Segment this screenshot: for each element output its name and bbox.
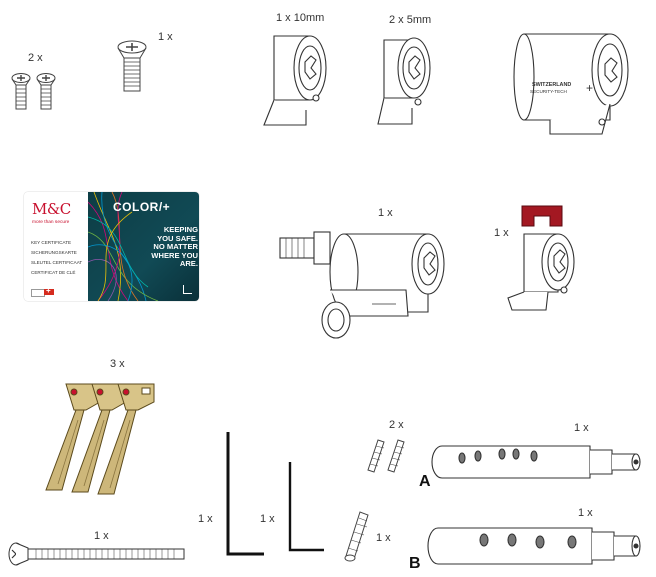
red-clip-tool xyxy=(507,205,575,311)
brand-logo: M&C xyxy=(32,200,71,218)
adapter-a-qty: 1 x xyxy=(574,422,589,434)
cylinder-brand-text: SWITZERLAND xyxy=(532,82,571,88)
cylinder-sub-text: SECURITY-TECH xyxy=(530,89,567,94)
swiss-flag-icon xyxy=(44,286,54,295)
slogan-line: WHERE YOU xyxy=(151,250,198,260)
slogan-line: YOU SAFE. xyxy=(157,233,198,243)
grub-screws-qty: 2 x xyxy=(389,419,404,431)
extension-10mm-part xyxy=(263,35,327,126)
card-info-panel: M&C more than secure KEY CERTIFICATE SIC… xyxy=(24,192,88,301)
adapter-a-part xyxy=(431,445,641,479)
keys-group xyxy=(45,383,155,495)
variant-a-label: A xyxy=(419,473,431,490)
allen-key-large-qty: 1 x xyxy=(198,513,213,525)
countersunk-screw-single xyxy=(117,40,147,92)
screw-single-qty: 1 x xyxy=(158,31,173,43)
brand-tagline: more than secure xyxy=(32,220,70,225)
slogan-line: NO MATTER xyxy=(153,242,198,252)
allen-key-large xyxy=(226,432,264,556)
colorful-threads-graphic xyxy=(88,192,159,301)
cert-line-fr: CERTIFICAT DE CLÉ xyxy=(31,270,76,275)
long-screw-qty: 1 x xyxy=(94,530,109,542)
grub-screw-single xyxy=(344,511,369,562)
knob-cylinder-qty: 1 x xyxy=(378,207,393,219)
cert-line-de: SICHERUNGSKARTE xyxy=(31,250,77,255)
cert-line-en: KEY CERTIFICATE xyxy=(31,240,72,245)
key-1 xyxy=(45,383,101,491)
grub-screws-pair xyxy=(367,439,405,473)
cylinder-half-body: SWITZERLAND SECURITY-TECH + xyxy=(513,33,629,135)
countersunk-screws-pair xyxy=(11,73,56,110)
slogan-line: ARE. xyxy=(179,259,198,269)
card-slogan: KEEPING YOU SAFE. NO MATTER WHERE YOU AR… xyxy=(122,225,198,269)
adapter-b-qty: 1 x xyxy=(578,507,593,519)
screws-pair-qty: 2 x xyxy=(28,52,43,64)
variant-b-label: B xyxy=(409,555,421,572)
single-grub-screw-qty: 1 x xyxy=(376,532,391,544)
corner-mark-icon xyxy=(183,285,192,294)
slogan-line: KEEPING xyxy=(163,225,198,234)
long-cylinder-screw xyxy=(8,542,185,566)
swiss-made-badge xyxy=(31,289,45,297)
key-3 xyxy=(97,383,155,495)
cert-line-nl: SLEUTEL CERTIFICAAT xyxy=(31,260,83,265)
key-2 xyxy=(71,383,127,493)
swiss-cross-icon: + xyxy=(586,81,593,95)
extension-5mm-label: 2 x 5mm xyxy=(389,14,432,26)
allen-key-small-qty: 1 x xyxy=(260,513,275,525)
adapter-b-part xyxy=(427,527,641,565)
extension-10mm-label: 1 x 10mm xyxy=(276,12,325,24)
knob-cylinder-part xyxy=(279,231,445,339)
allen-key-small xyxy=(288,462,324,552)
keys-qty: 3 x xyxy=(110,358,125,370)
red-tool-qty: 1 x xyxy=(494,227,509,239)
key-certificate-card: M&C more than secure KEY CERTIFICATE SIC… xyxy=(24,192,199,301)
product-name: COLOR/+ xyxy=(113,200,171,214)
card-brand-panel: COLOR/+ KEEPING YOU SAFE. NO MATTER WHER… xyxy=(88,192,199,301)
extension-5mm-part xyxy=(377,37,431,125)
